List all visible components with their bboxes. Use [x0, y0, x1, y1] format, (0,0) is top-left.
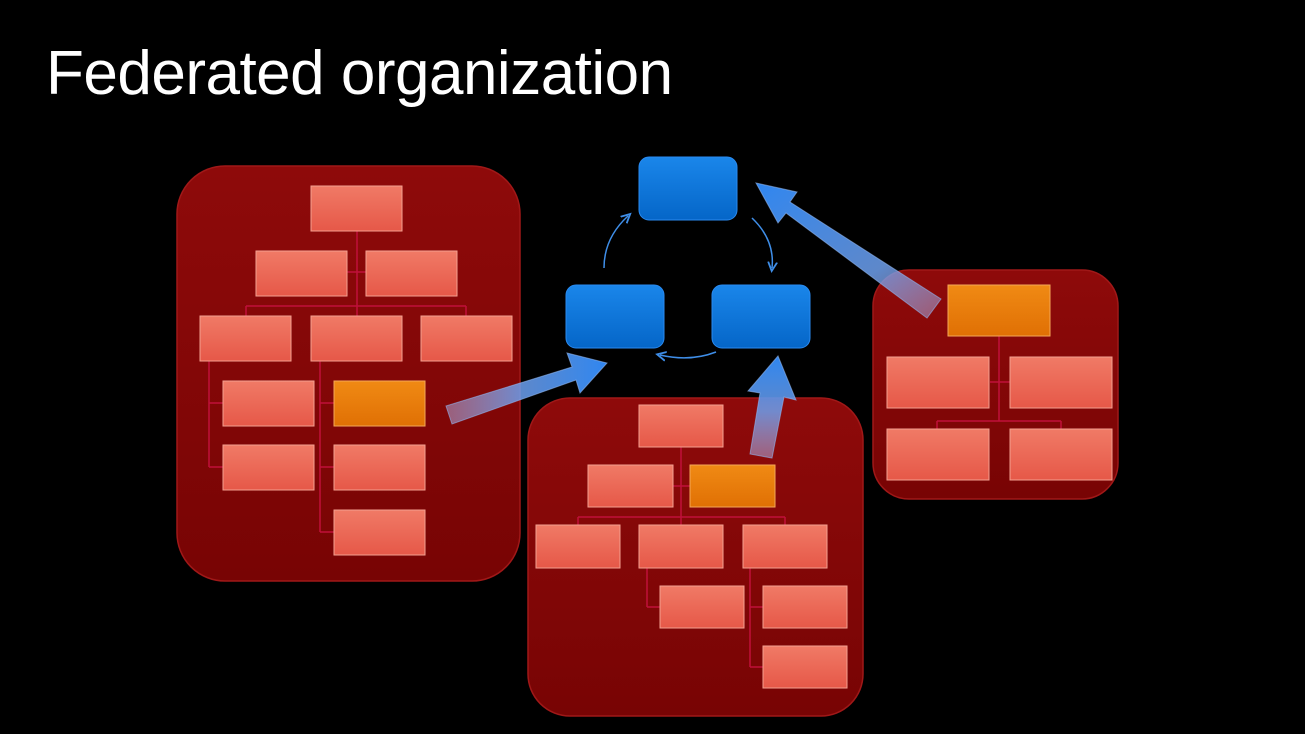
org-right-box — [1009, 428, 1113, 481]
org-center-box — [762, 645, 848, 689]
org-center-box — [659, 585, 745, 629]
org-left-box — [222, 380, 315, 427]
org-left-box — [310, 315, 403, 362]
federation-arrows — [445, 182, 942, 459]
federation-node-left — [565, 284, 665, 349]
org-left-box — [333, 444, 426, 491]
org-left-box — [365, 250, 458, 297]
org-left-box — [310, 185, 403, 232]
org-left-box — [199, 315, 292, 362]
federation-node-right — [711, 284, 811, 349]
org-center-box — [587, 464, 674, 508]
org-left-box — [255, 250, 348, 297]
org-center-box — [638, 524, 724, 569]
org-right-connectors — [936, 336, 1062, 429]
org-right-box — [1009, 356, 1113, 409]
federation-cycle — [565, 156, 811, 358]
org-left-box — [222, 444, 315, 491]
org-left-box — [420, 315, 513, 362]
cycle-arrow-left-to-top — [603, 216, 628, 269]
org-center-highlight-box — [689, 464, 776, 508]
org-center — [527, 397, 864, 717]
arrow-right-org-to-federation — [755, 182, 942, 319]
org-left — [176, 165, 521, 582]
org-center-box — [762, 585, 848, 629]
org-right-box — [886, 428, 990, 481]
org-right-box — [886, 356, 990, 409]
arrow-left-org-to-federation — [445, 352, 608, 425]
org-left-connectors — [208, 231, 467, 533]
org-center-box — [638, 404, 724, 448]
org-left-box — [333, 509, 426, 556]
org-center-box — [742, 524, 828, 569]
org-center-connectors — [577, 447, 786, 668]
cycle-arrow-top-to-right — [751, 217, 772, 268]
cycle-arrow-right-to-left — [660, 352, 717, 358]
arrow-center-org-to-federation — [747, 355, 797, 459]
federation-node-top — [638, 156, 738, 221]
org-left-highlight-box — [333, 380, 426, 427]
org-center-box — [535, 524, 621, 569]
org-right — [872, 269, 1119, 500]
org-right-highlight-box — [947, 284, 1051, 337]
slide-title: Federated organization — [46, 39, 673, 108]
